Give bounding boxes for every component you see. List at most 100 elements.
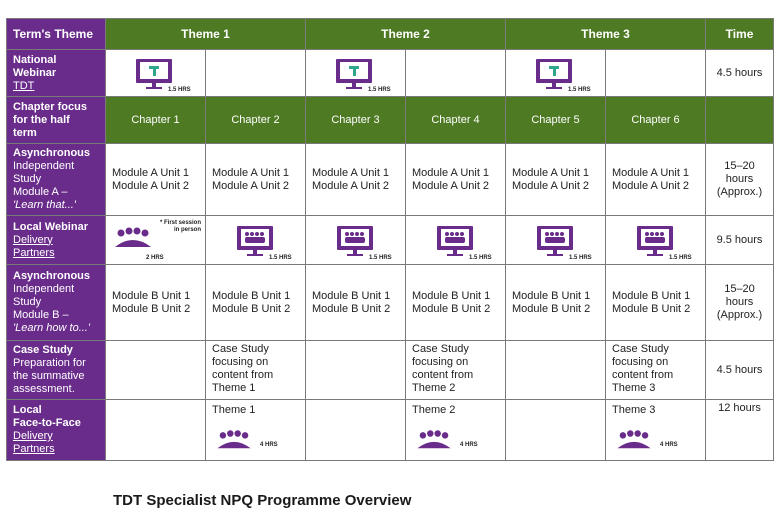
case-study-cell-2: Case Study focusing on content from Them… (205, 340, 306, 400)
hrs-label: 1.5 HRS (269, 254, 292, 261)
chapter-4: Chapter 4 (405, 96, 506, 144)
theme-label: Theme 1 (212, 404, 256, 416)
unit-text: Module B Unit 1 (612, 289, 691, 302)
hrs-label: 1.5 HRS (568, 86, 591, 93)
tdt-link[interactable]: TDT (13, 79, 35, 92)
header-theme-2: Theme 2 (305, 18, 506, 50)
hrs-label: 2 HRS (146, 254, 164, 261)
hrs-label: 1.5 HRS (368, 86, 391, 93)
label-line: Local (13, 404, 42, 416)
case-study-cell-1 (105, 340, 206, 400)
monitor-people-icon (637, 225, 673, 256)
label-async-a: Asynchronous Independent Study Module A … (6, 143, 106, 216)
time-text: 15–20 (724, 160, 755, 172)
label-line: Study (13, 173, 42, 185)
label-line: for the half (13, 113, 70, 126)
case-text: Case Study (212, 343, 269, 355)
delivery-partners-link[interactable]: Partners (13, 246, 55, 259)
label-line: Webinar (13, 66, 57, 79)
hrs-label: 1.5 HRS (168, 86, 191, 93)
national-webinar-cell-4 (405, 49, 506, 97)
label-line: Asynchronous (13, 147, 91, 159)
note-line: * First session (159, 219, 201, 226)
row-local-webinar: Local Webinar Delivery Partners * First … (6, 215, 774, 265)
async-b-time: 15–20 hours (Approx.) (705, 264, 774, 341)
theme-label: Theme 2 (412, 404, 456, 416)
local-webinar-time: 9.5 hours (705, 215, 774, 265)
theme-label: Theme 3 (612, 404, 656, 416)
label-line: Preparation for (13, 357, 86, 369)
header-terms-theme: Term's Theme (6, 18, 106, 50)
unit-text: Module B Unit 2 (612, 302, 691, 315)
label-line: Face-to-Face (13, 417, 81, 429)
row-face-to-face: Local Face-to-Face Delivery Partners The… (6, 399, 774, 461)
case-text: content from (612, 369, 674, 381)
header-row: Term's Theme Theme 1 Theme 2 Theme 3 Tim… (6, 18, 774, 50)
case-study-cell-6: Case Study focusing on content from Them… (605, 340, 706, 400)
delivery-partners-link[interactable]: Partners (13, 443, 55, 455)
unit-text: Module A Unit 2 (612, 179, 690, 192)
label-line: 'Learn that...' (13, 199, 76, 211)
time-text: hours (725, 296, 754, 308)
unit-text: Module A Unit 2 (512, 179, 590, 192)
label-line: assessment. (13, 383, 75, 395)
unit-text: Module A Unit 1 (512, 166, 590, 179)
label-case-study: Case Study Preparation for the summative… (6, 340, 106, 400)
case-text: Theme 1 (212, 382, 256, 394)
unit-text: Module A Unit 1 (212, 166, 290, 179)
face-to-face-cell-4: Theme 2 4 HRS (405, 399, 506, 461)
header-time: Time (705, 18, 774, 50)
unit-text: Module A Unit 2 (112, 179, 190, 192)
unit-text: Module A Unit 1 (112, 166, 190, 179)
unit-text: Module B Unit 2 (312, 302, 391, 315)
national-webinar-time: 4.5 hours (705, 49, 774, 97)
label-line: Module A – (13, 186, 68, 198)
unit-text: Module B Unit 1 (212, 289, 291, 302)
label-line: Chapter focus (13, 100, 87, 113)
hrs-label: 1.5 HRS (569, 254, 592, 261)
unit-text: Module B Unit 1 (312, 289, 391, 302)
monitor-tdt-icon (136, 58, 172, 89)
unit-text: Module A Unit 1 (612, 166, 690, 179)
row-async-b: Asynchronous Independent Study Module B … (6, 264, 774, 341)
label-line: National (13, 53, 57, 66)
case-study-cell-5 (505, 340, 606, 400)
delivery-partners-link[interactable]: Delivery (13, 233, 53, 246)
label-line: Module B – (13, 309, 69, 321)
chapter-focus-time (705, 96, 774, 144)
unit-text: Module A Unit 2 (312, 179, 390, 192)
case-study-time: 4.5 hours (705, 340, 774, 400)
unit-text: Module B Unit 2 (412, 302, 491, 315)
case-text: Theme 3 (612, 382, 656, 394)
label-line: Case Study (13, 344, 73, 356)
face-to-face-cell-3 (305, 399, 406, 461)
async-a-time: 15–20 hours (Approx.) (705, 143, 774, 216)
note-line: in person (173, 226, 201, 233)
unit-text: Module B Unit 1 (112, 289, 191, 302)
label-chapter-focus: Chapter focus for the half term (6, 96, 106, 144)
national-webinar-cell-6 (605, 49, 706, 97)
local-webinar-cell-4: 1.5 HRS (405, 215, 506, 265)
case-text: Case Study (612, 343, 669, 355)
face-to-face-cell-1 (105, 399, 206, 461)
face-to-face-cell-5 (505, 399, 606, 461)
national-webinar-cell-1: 1.5 HRS (105, 49, 206, 97)
time-text: 15–20 (724, 283, 755, 295)
unit-text: Module B Unit 1 (512, 289, 591, 302)
label-national-webinar: National Webinar TDT (6, 49, 106, 97)
programme-table: Term's Theme Theme 1 Theme 2 Theme 3 Tim… (6, 18, 774, 461)
time-text: (Approx.) (716, 309, 763, 321)
row-async-a: Asynchronous Independent Study Module A … (6, 143, 774, 216)
group-people-icon (115, 227, 151, 247)
local-webinar-cell-2: 1.5 HRS (205, 215, 306, 265)
case-text: content from (412, 369, 474, 381)
face-to-face-time: 12 hours (705, 399, 774, 461)
delivery-partners-link[interactable]: Delivery (13, 430, 53, 442)
hrs-label: 1.5 HRS (669, 254, 692, 261)
label-line: Independent (13, 160, 75, 172)
